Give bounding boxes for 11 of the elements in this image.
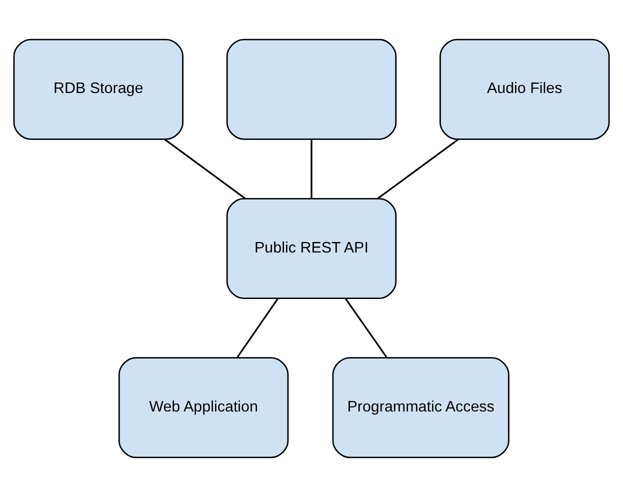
node-box: Audio Files <box>440 38 610 140</box>
connector <box>310 138 312 198</box>
node-box: RDB Storage <box>13 38 184 140</box>
connector <box>164 138 246 199</box>
node-box: Programmatic Access <box>332 356 510 458</box>
connector <box>377 138 459 199</box>
connector <box>236 298 279 358</box>
node-box: Web Application <box>118 356 289 458</box>
node-box: Public REST API <box>226 197 397 299</box>
connector <box>344 298 388 358</box>
node-box <box>226 38 397 140</box>
